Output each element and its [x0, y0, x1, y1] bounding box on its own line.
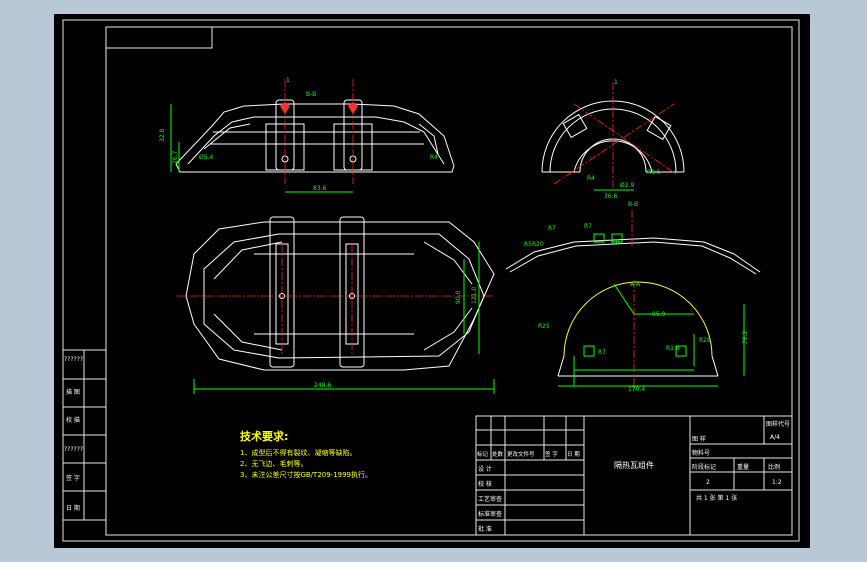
dim-section-h: 76.2 [742, 330, 749, 344]
tb-row-4: 批 准 [478, 525, 492, 533]
dim-section-w: 170.4 [628, 386, 645, 393]
drawing-canvas: ?????? 描 图 校 描 ?????? 签 字 日 期 32.8 26.7 … [62, 19, 800, 542]
dim-top-height: 32.8 [159, 128, 166, 142]
top-view: 32.8 26.7 83.6 Ø5.4 B-B R4 1 [159, 77, 455, 193]
dim-section-d2: R7 [598, 349, 606, 356]
rev-h-0: 标记 [477, 450, 489, 458]
sheets: 共 1 张 第 1 张 [696, 494, 737, 502]
weight-label: 重量 [737, 463, 749, 471]
technical-notes: 技术要求: 1、成型后不得有裂纹、凝缩等缺陷。 2、无飞边、毛刺等。 3、未注公… [240, 429, 372, 479]
scale-label: 比例 [768, 463, 780, 471]
note-2: 2、无飞边、毛刺等。 [240, 459, 307, 468]
rev-h-2: 更改文件号 [507, 450, 535, 458]
rev-h-4: 日 期 [567, 451, 580, 458]
profile-label: B-B [628, 201, 638, 208]
dim-arc-c: Ø2.9 [620, 182, 634, 189]
stage-value: 2 [706, 479, 710, 486]
dim-profile-dim: 3.0 [610, 239, 620, 246]
scale-value: 1:2 [772, 479, 782, 486]
side-row-0: ?????? [64, 356, 83, 363]
category-label: 图 样 [692, 435, 706, 443]
arc-view: R4 R8.5 Ø2.9 36.6 1 [541, 79, 685, 200]
dim-section-r-left: R25 [538, 323, 550, 330]
scale-sheet: A/4 [770, 434, 780, 441]
rev-h-3: 签 字 [545, 450, 558, 458]
dim-section-r-outer: R28 [699, 337, 711, 344]
plan-view: 248.6 90.0 121.0 [177, 216, 495, 394]
dim-section-d1: 95.9 [652, 311, 666, 318]
dim-profile-r2: R7 [548, 225, 556, 232]
section-label: A-A [630, 281, 641, 288]
side-row-1: 描 图 [66, 388, 80, 396]
dim-top-height2: 26.7 [172, 150, 179, 164]
note-3: 3、未注公差尺寸按GB/T209-1999执行。 [240, 470, 372, 479]
mark-arc-1: 1 [614, 79, 618, 86]
title-block: 标记 处数 更改文件号 签 字 日 期 设 计 校 核 工艺审查 标准审查 批 … [475, 415, 793, 536]
dim-arc-d: 36.6 [604, 193, 618, 200]
dim-plan-width: 248.6 [314, 382, 331, 389]
note-1: 1、成型后不得有裂纹、凝缩等缺陷。 [240, 448, 356, 457]
dim-profile-rb: R5 [524, 241, 532, 248]
dim-top-hole: Ø5.4 [199, 154, 213, 161]
tb-row-1: 校 核 [478, 480, 492, 488]
cad-viewport[interactable]: ?????? 描 图 校 描 ?????? 签 字 日 期 32.8 26.7 … [54, 14, 810, 548]
notes-title: 技术要求: [240, 429, 288, 443]
drawing-no-label: 图样代号 [766, 420, 790, 428]
inner-border [105, 26, 793, 536]
side-row-3: ?????? [64, 446, 83, 453]
dim-top-radius: R4 [430, 154, 438, 161]
corner-box [105, 26, 213, 49]
dim-profile-r1: R20 [532, 241, 544, 248]
tb-row-2: 工艺审查 [478, 495, 502, 503]
dim-section-d3: R1.9 [666, 345, 680, 352]
side-table: ?????? 描 图 校 描 ?????? 签 字 日 期 [62, 349, 107, 521]
stage-label: 阶段标记 [692, 463, 716, 471]
outer-frame [62, 19, 800, 542]
tb-row-3: 标准审查 [478, 510, 502, 518]
side-row-2: 校 描 [66, 416, 80, 424]
part-name: 隔热瓦组件 [614, 460, 654, 470]
rev-h-1: 处数 [492, 450, 504, 458]
dim-plan-h1: 90.0 [455, 290, 462, 304]
section-view: A-A R25 R28 170.4 76.2 95.9 R7 R1.9 [538, 280, 749, 393]
tb-row-0: 设 计 [478, 465, 492, 473]
side-row-5: 日 期 [66, 504, 80, 512]
side-row-4: 签 字 [66, 474, 80, 482]
dim-arc-b: R8.5 [647, 169, 661, 176]
dim-arc-a: R4 [587, 175, 595, 182]
mark-top-1: 1 [286, 77, 290, 84]
dim-top-width: 83.6 [313, 185, 327, 192]
profile-view: R20 R7 R7 3.0 R5 B-B [505, 201, 761, 275]
stock-label: 物料号 [692, 449, 710, 457]
dim-plan-h2: 121.0 [471, 287, 478, 304]
dim-profile-r3: R7 [584, 223, 592, 230]
dim-top-section: B-B [306, 91, 316, 98]
